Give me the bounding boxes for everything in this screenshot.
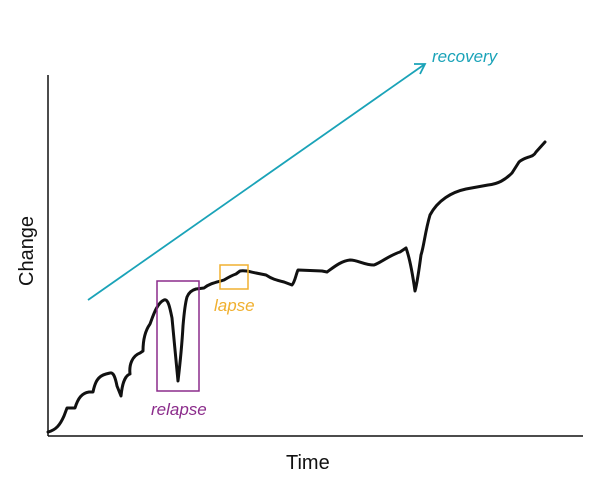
relapse-label: relapse xyxy=(151,400,207,419)
recovery-label: recovery xyxy=(432,47,499,66)
recovery-arrow-line xyxy=(87,63,426,301)
lapse-box xyxy=(219,264,249,290)
relapse-box xyxy=(156,280,200,392)
recovery-arrow-head xyxy=(414,63,427,75)
progress-curve xyxy=(46,140,547,434)
x-axis-label: Time xyxy=(286,452,330,474)
y-axis-label: Change xyxy=(16,216,38,286)
lapse-label: lapse xyxy=(214,296,255,315)
